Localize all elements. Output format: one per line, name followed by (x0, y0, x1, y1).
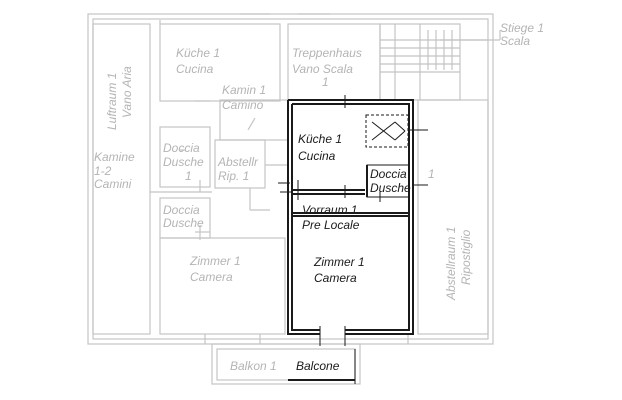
label-cucina-top: Cucina (176, 62, 214, 76)
label-stiege: Stiege 1 (500, 21, 544, 35)
label-kamin: Kamin 1 (222, 83, 266, 97)
faint-labels: Stiege 1 Scala Luftraum 1 Vano Aria Küch… (94, 21, 544, 373)
label-dusche-1: Dusche (163, 155, 204, 169)
label-camini: Camini (94, 177, 132, 191)
label-vano-aria: Vano Aria (120, 66, 134, 118)
label-kamine: Kamine (94, 150, 135, 164)
label-cucina-main: Cucina (298, 149, 336, 163)
label-balcone: Balcone (296, 359, 340, 373)
label-vorraum: Vorraum 1 (302, 203, 358, 217)
label-kueche-main: Küche 1 (298, 132, 342, 146)
faint-walls (87, 13, 501, 385)
label-dusche-main-num: 1 (428, 167, 435, 181)
label-zimmer-main: Zimmer 1 (313, 255, 365, 269)
balcone-walls (288, 349, 356, 384)
label-vano-scala: Vano Scala (292, 62, 353, 76)
label-camera-left: Camera (190, 270, 233, 284)
label-pre-locale: Pre Locale (302, 218, 360, 232)
label-doccia-main: Doccia (370, 167, 407, 181)
label-abstellr: Abstellr (217, 155, 259, 169)
label-dusche-main: Dusche (370, 181, 411, 195)
label-camera-main: Camera (314, 271, 357, 285)
label-doccia-1: Doccia (163, 141, 200, 155)
label-doccia-2: Doccia (163, 203, 200, 217)
label-rip: Rip. 1 (218, 169, 249, 183)
label-zimmer-left: Zimmer 1 (189, 254, 241, 268)
label-dusche-1-num: 1 (185, 169, 192, 183)
label-treppenhaus: Treppenhaus (292, 46, 362, 60)
label-balkon: Balkon 1 (230, 359, 277, 373)
label-treppenhaus-num: 1 (322, 75, 329, 89)
label-camino: Camino (222, 98, 264, 112)
unit-labels: Küche 1 Cucina Doccia Dusche 1 Vorraum 1… (296, 132, 435, 373)
unit-walls (278, 95, 428, 346)
label-dusche-2: Dusche (163, 216, 204, 230)
label-abstellraum: Abstellraum 1 (444, 227, 458, 301)
label-ripostiglio: Ripostiglio (459, 229, 473, 285)
label-scala: Scala (500, 34, 530, 48)
label-kueche-top: Küche 1 (176, 46, 220, 60)
label-kamine-num: 1-2 (94, 164, 112, 178)
label-luftraum: Luftraum 1 (105, 73, 119, 130)
